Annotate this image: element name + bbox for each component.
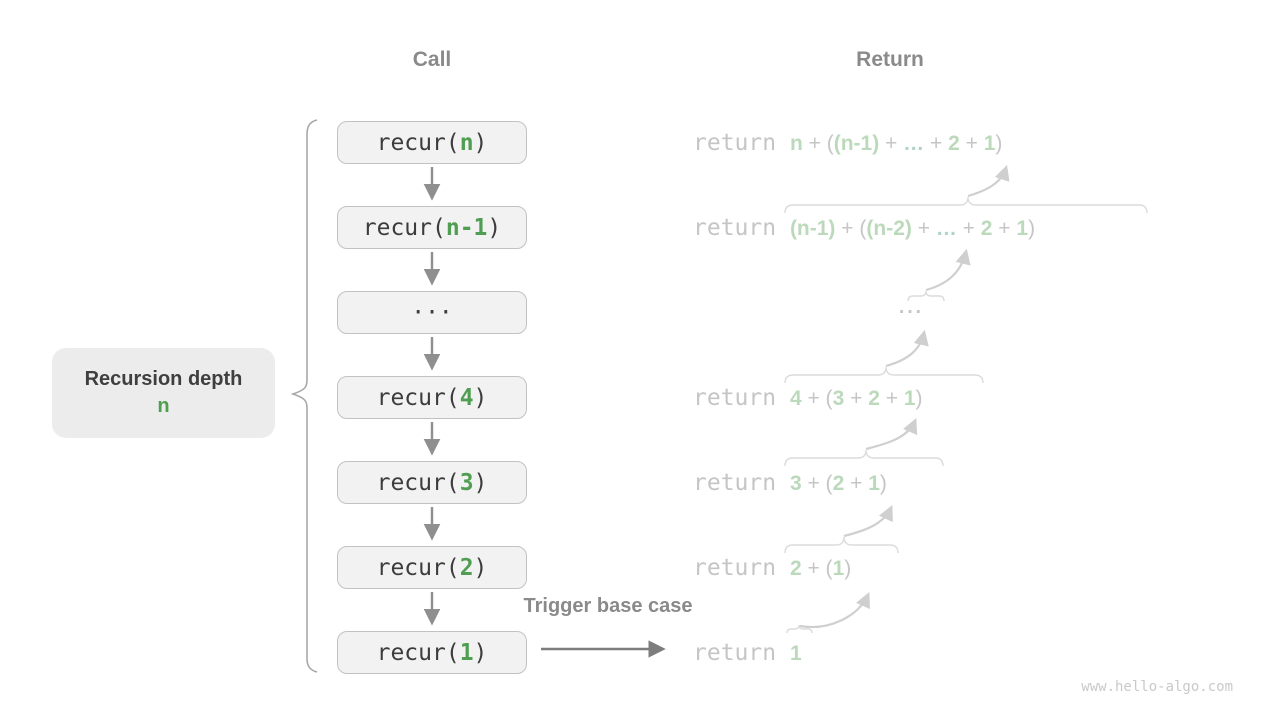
return-token: (n-2) <box>866 216 912 240</box>
return-token: 1 <box>1016 216 1029 240</box>
return-column-header: Return <box>856 48 924 71</box>
overbrace <box>907 290 945 302</box>
call-box: recur(1) <box>337 631 527 674</box>
recursion-depth-label: Recursion depth n <box>52 348 275 438</box>
return-token: ) <box>915 386 923 410</box>
return-token: + <box>911 216 936 240</box>
return-token: return <box>693 554 790 581</box>
watermark: www.hello-algo.com <box>1081 679 1233 695</box>
return-token: (n-1) <box>833 131 880 155</box>
call-box: recur(n) <box>337 121 527 164</box>
return-token: 2 <box>948 131 960 155</box>
return-arrow <box>843 505 893 538</box>
recursion-depth-brace <box>290 119 318 673</box>
return-row: return n + ((n-1) + … + 2 + 1) <box>693 130 1002 156</box>
return-token: 1 <box>903 386 916 410</box>
call-box-token: recur( <box>362 214 446 241</box>
overbrace <box>784 196 1148 214</box>
call-box-token: ··· <box>411 299 453 326</box>
return-token: + <box>844 471 869 495</box>
recursion-depth-text: Recursion depth <box>84 368 243 390</box>
call-box: ··· <box>337 291 527 334</box>
call-box-token: 4 <box>459 384 474 411</box>
return-arrow <box>865 417 918 451</box>
return-token: 2 <box>980 216 993 240</box>
return-token: + <box>844 386 869 410</box>
return-token: return <box>693 639 790 666</box>
return-token: 1 <box>789 641 802 665</box>
call-box: recur(4) <box>337 376 527 419</box>
call-box-token: recur( <box>376 384 460 411</box>
return-token: + ( <box>801 556 833 580</box>
call-box-token: ) <box>473 129 488 156</box>
overbrace <box>784 536 899 554</box>
call-box-token: n-1 <box>445 214 488 241</box>
return-token: + <box>879 386 904 410</box>
return-token: return <box>693 384 790 411</box>
return-token: 1 <box>868 471 880 495</box>
trigger-base-case-label: Trigger base case <box>523 595 693 617</box>
overbrace <box>784 449 944 467</box>
overbrace <box>784 366 984 384</box>
call-box-token: ) <box>473 384 488 411</box>
call-box: recur(3) <box>337 461 527 504</box>
return-token: return <box>693 214 790 241</box>
return-arrow <box>967 164 1010 198</box>
return-row: return 2 + (1) <box>693 555 851 581</box>
return-row: return 1 <box>693 640 802 666</box>
call-box-token: recur( <box>376 554 460 581</box>
return-token: return <box>693 469 790 496</box>
return-arrow <box>885 329 929 368</box>
call-box-token: ) <box>473 554 488 581</box>
call-box: recur(n-1) <box>337 206 527 249</box>
return-token: + ( <box>835 216 867 240</box>
return-token: 2 <box>789 556 802 580</box>
call-box-token: recur( <box>376 639 460 666</box>
return-token: ) <box>995 131 1003 155</box>
return-token: … <box>935 216 957 240</box>
return-token: + <box>959 131 984 155</box>
call-box-token: n <box>459 129 474 156</box>
return-token: n <box>789 131 803 155</box>
return-token: + <box>992 216 1017 240</box>
call-column-header: Call <box>412 48 452 71</box>
return-token: ) <box>879 471 887 495</box>
call-box-token: 2 <box>459 554 474 581</box>
return-token: … <box>903 131 925 155</box>
return-row: return 4 + (3 + 2 + 1) <box>693 385 923 411</box>
return-token: 4 <box>789 386 802 410</box>
call-box-token: 1 <box>459 639 474 666</box>
return-token: 1 <box>832 556 845 580</box>
recursion-depth-value: n <box>157 395 170 417</box>
return-arrow <box>799 591 870 629</box>
return-token: + <box>956 216 981 240</box>
return-token: + ( <box>802 131 834 155</box>
return-token: + ( <box>801 386 833 410</box>
return-token: 1 <box>983 131 996 155</box>
return-token: (n-1) <box>789 216 836 240</box>
return-token: ) <box>844 556 852 580</box>
return-token: ··· <box>899 301 924 323</box>
call-box-token: recur( <box>376 469 460 496</box>
call-box-token: ) <box>487 214 502 241</box>
return-token: + ( <box>801 471 833 495</box>
call-box-token: recur( <box>376 129 460 156</box>
return-token: 2 <box>868 386 880 410</box>
return-token: + <box>924 131 949 155</box>
return-row: ··· <box>899 302 924 324</box>
return-token: return <box>693 129 790 156</box>
call-box: recur(2) <box>337 546 527 589</box>
call-box-token: ) <box>473 639 488 666</box>
return-token: 3 <box>789 471 802 495</box>
return-arrow <box>925 248 971 292</box>
return-row: return (n-1) + ((n-2) + … + 2 + 1) <box>693 215 1035 241</box>
return-token: 2 <box>832 471 845 495</box>
overbrace <box>786 624 813 634</box>
return-token: 3 <box>832 386 845 410</box>
return-token: ) <box>1028 216 1036 240</box>
call-box-token: ) <box>473 469 488 496</box>
call-box-token: 3 <box>459 469 474 496</box>
return-row: return 3 + (2 + 1) <box>693 470 887 496</box>
return-token: + <box>879 131 904 155</box>
